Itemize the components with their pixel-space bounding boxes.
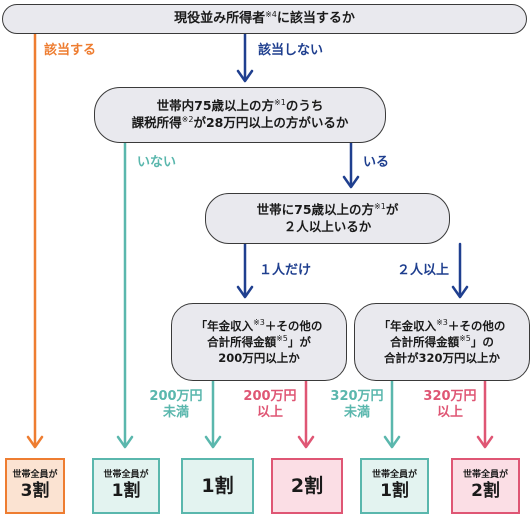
arrowhead-q3-one <box>236 285 254 299</box>
question-line: 課税所得※2が28万円以上の方がいるか <box>131 115 349 130</box>
branch-label-q4b-above: 320万円 以上 <box>423 389 477 421</box>
arrowhead-q2-no <box>116 435 134 449</box>
result-2-wari: 2割 <box>271 458 343 514</box>
question-line: ２人以上いるか <box>283 218 372 234</box>
question-line: 合計所得金額※5」の <box>390 334 494 350</box>
question-line: 合計が320万円以上か <box>383 350 500 365</box>
arrowhead-q1-no <box>236 69 254 83</box>
question-line: 合計所得金額※5」が <box>207 334 311 350</box>
branch-label-q4a-below: 200万円 未満 <box>149 389 203 421</box>
question-income-level: 現役並み所得者※4に該当するか <box>2 4 527 34</box>
arrowhead-q3-two <box>451 285 469 299</box>
question-income-200: 「年金収入※3＋その他の 合計所得金額※5」が 200万円以上か <box>171 303 347 381</box>
question-taxable-income: 世帯内75歳以上の方※1のうち 課税所得※2が28万円以上の方がいるか <box>94 87 386 143</box>
result-all-1-wari: 世帯全員が 1割 <box>92 458 160 514</box>
question-income-320: 「年金収入※3＋その他の 合計所得金額※5」の 合計が320万円以上か <box>354 303 530 381</box>
branch-label-q3-one: １人だけ <box>259 263 312 278</box>
branch-label-q4b-below: 320万円 未満 <box>330 389 384 421</box>
question-line: 世帯内75歳以上の方※1のうち <box>156 98 324 114</box>
branch-label-q3-two: ２人以上 <box>397 263 450 278</box>
branch-label-q2-no: いない <box>137 155 177 170</box>
result-all-3-wari: 世帯全員が 3割 <box>5 458 65 514</box>
arrowhead-q4b-below <box>383 435 401 449</box>
arrowhead-q4a-above <box>297 435 315 449</box>
arrowhead-q4a-below <box>204 435 222 449</box>
result-1-wari: 1割 <box>181 458 254 514</box>
branch-label-q4a-above: 200万円 以上 <box>243 389 297 421</box>
branch-label-q1-no: 該当しない <box>258 43 324 58</box>
branch-label-q1-yes: 該当する <box>44 43 97 58</box>
result-all-2-wari: 世帯全員が 2割 <box>451 458 520 514</box>
arrowhead-q2-yes <box>342 175 360 189</box>
question-household-count: 世帯に75歳以上の方※1が ２人以上いるか <box>205 193 450 244</box>
question-line: 「年金収入※3＋その他の <box>378 317 506 333</box>
result-all-1-wari-b: 世帯全員が 1割 <box>360 458 429 514</box>
question-text: 現役並み所得者※4に該当するか <box>174 10 355 27</box>
branch-label-q2-yes: いる <box>363 155 390 170</box>
arrowhead-q4b-above <box>476 435 494 449</box>
arrowhead-q1-yes <box>26 435 44 449</box>
question-line: 「年金収入※3＋その他の <box>195 317 323 333</box>
question-line: 200万円以上か <box>218 350 300 365</box>
question-line: 世帯に75歳以上の方※1が <box>256 201 399 217</box>
